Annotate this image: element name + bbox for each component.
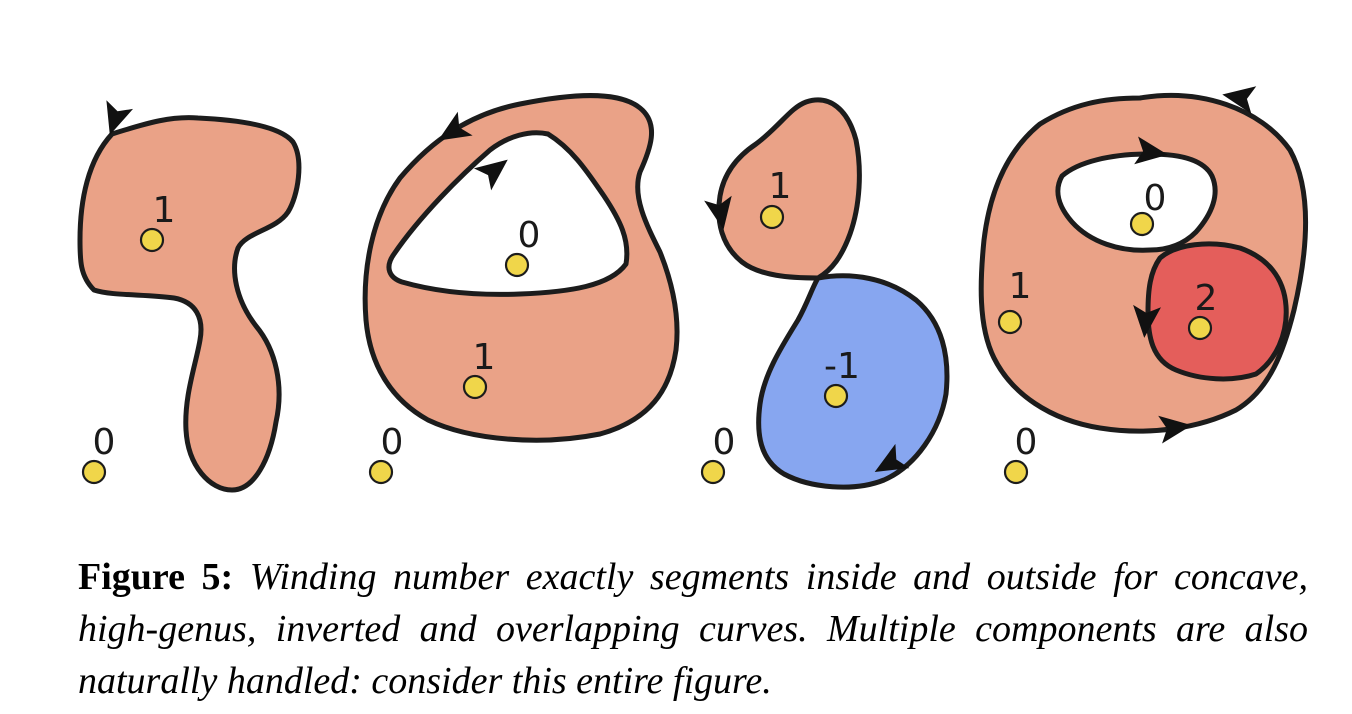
figure-illustration: 1 0 0 1 0 1 -1 0 0 1 2 0 (77, 86, 1308, 493)
concave-curve (77, 115, 302, 493)
probe-point (81, 459, 107, 485)
winding-number-label: 0 (518, 215, 541, 256)
winding-number-label: 0 (381, 422, 404, 463)
panel-concave (77, 98, 302, 493)
high-genus-curve (362, 93, 680, 443)
probe-point (1187, 315, 1213, 341)
probe-point (1129, 211, 1155, 237)
direction-arrow-icon (438, 111, 473, 141)
panel-inverted (704, 97, 950, 490)
winding-number-label: 0 (1015, 422, 1038, 463)
winding-number-label: 0 (713, 422, 736, 463)
probe-point (700, 459, 726, 485)
direction-arrow-icon (473, 159, 508, 191)
winding-number-label: 1 (769, 166, 792, 207)
probe-point (368, 459, 394, 485)
probe-point (1003, 459, 1029, 485)
direction-arrow-icon (1134, 136, 1168, 165)
direction-arrow-icon (1133, 304, 1161, 338)
winding-number-label: -1 (824, 346, 860, 387)
inverted-top-lobe (716, 97, 862, 281)
winding-number-label: 1 (153, 190, 176, 231)
probe-point (823, 383, 849, 409)
winding-number-label: 0 (1144, 178, 1167, 219)
probe-point (139, 227, 165, 253)
direction-arrow-icon (874, 443, 910, 472)
winding-number-label: 1 (1009, 266, 1032, 307)
probe-point (462, 374, 488, 400)
panel-high-genus (362, 93, 680, 443)
inverted-bottom-lobe (756, 273, 950, 490)
winding-number-label: 2 (1195, 278, 1218, 319)
direction-arrow-icon (704, 195, 732, 230)
probe-point (759, 204, 785, 230)
figure-caption: Figure 5: Winding number exactly segment… (78, 551, 1308, 707)
caption-text: Winding number exactly segments inside a… (78, 556, 1309, 702)
caption-label: Figure 5: (78, 556, 234, 598)
direction-arrow-icon (1158, 415, 1192, 444)
probe-points: 1 0 0 1 0 1 -1 0 0 1 2 0 (81, 166, 1218, 485)
direction-arrow-icon (106, 100, 134, 136)
probe-point (504, 252, 530, 278)
probe-point (997, 309, 1023, 335)
winding-number-label: 0 (93, 422, 116, 463)
panel-overlapping (978, 86, 1308, 444)
direction-arrow-icon (1222, 86, 1257, 114)
winding-number-label: 1 (473, 337, 496, 378)
